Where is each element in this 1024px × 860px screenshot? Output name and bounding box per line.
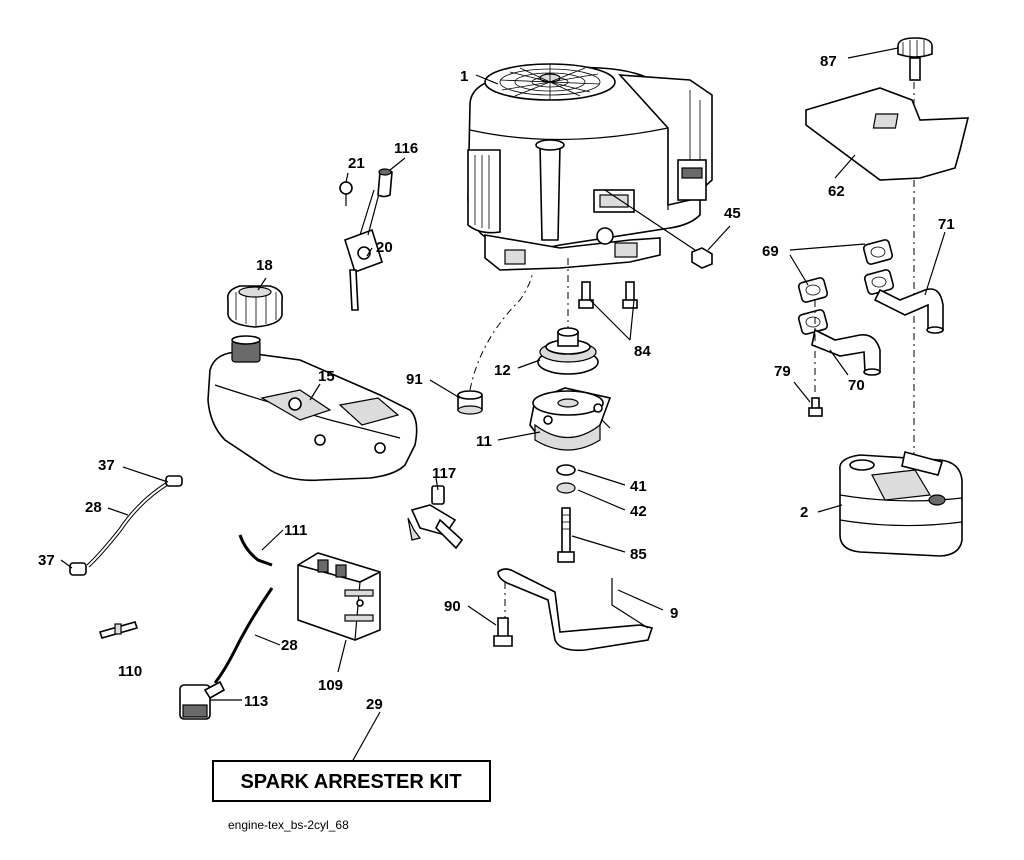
pipe-70-end: [863, 368, 881, 376]
callout-79: 79: [774, 363, 791, 380]
callout-21: 21: [348, 155, 365, 172]
bolt-85-part: [557, 507, 575, 563]
callout-84: 84: [634, 343, 651, 360]
grommet-part: [457, 274, 533, 415]
engine-part: [467, 63, 713, 330]
callout-20: 20: [376, 239, 393, 256]
bolt-79-part: [808, 397, 823, 417]
callout-90: 90: [444, 598, 461, 615]
callout-87: 87: [820, 53, 837, 70]
callout-41: 41: [630, 478, 647, 495]
pulley-part: [537, 327, 599, 375]
air-filter-part: [297, 552, 381, 641]
callout-9: 9: [670, 605, 678, 622]
throttle-control-part: [339, 168, 393, 311]
muffler-part: [839, 451, 963, 557]
callout-69: 69: [762, 243, 779, 260]
fuel-line-lower-part: [213, 587, 274, 684]
diagram-caption: engine-tex_bs-2cyl_68: [228, 818, 349, 832]
pipe-71-end: [926, 326, 944, 334]
nut-45-part: [691, 247, 713, 269]
vent-tube-part: [238, 534, 273, 567]
fuel-valve-part: [407, 485, 464, 550]
exhaust-pipe-70-part: [811, 328, 881, 373]
callout-37-lower: 37: [38, 552, 55, 569]
fuel-filter-part: [179, 680, 226, 720]
washer-41-part: [556, 464, 576, 476]
callout-28-upper: 28: [85, 499, 102, 516]
knob-87-part: [897, 37, 933, 81]
support-rod-part: [493, 568, 654, 652]
heat-shield-part: [805, 82, 970, 455]
gaskets-69-part: [797, 239, 895, 335]
fuel-line-part: [69, 475, 183, 576]
washer-42-part: [556, 482, 576, 494]
callout-labels: 1 2 9 11 12 15 18 20 21 28 28 29 37 37 4…: [38, 53, 955, 713]
leader-lines: [60, 47, 946, 763]
fuel-tank-part: [207, 335, 418, 482]
callout-113: 113: [244, 693, 268, 710]
fuel-fitting-part: [98, 621, 139, 639]
callout-116: 116: [394, 140, 418, 157]
clutch-part: [529, 387, 612, 451]
callout-85: 85: [630, 546, 647, 563]
callout-45: 45: [724, 205, 741, 222]
bolts-84-part: [578, 281, 638, 309]
callout-117: 117: [432, 465, 456, 482]
callout-29: 29: [366, 696, 383, 713]
callout-111: 111: [284, 522, 307, 539]
callout-70: 70: [848, 377, 865, 394]
callout-28-lower: 28: [281, 637, 298, 654]
callout-62: 62: [828, 183, 845, 200]
callout-2: 2: [800, 504, 808, 521]
callout-12: 12: [494, 362, 511, 379]
callout-18: 18: [256, 257, 273, 274]
callout-42: 42: [630, 503, 647, 520]
callout-91: 91: [406, 371, 423, 388]
kit-box: [212, 760, 491, 802]
callout-37-upper: 37: [98, 457, 115, 474]
fuel-cap-part: [226, 285, 284, 328]
callout-11: 11: [476, 433, 492, 450]
callout-109: 109: [318, 677, 343, 694]
exhaust-pipe-71-part: [873, 288, 944, 331]
callout-1: 1: [460, 68, 468, 85]
callout-15: 15: [318, 368, 335, 385]
callout-110: 110: [118, 663, 142, 680]
kit-title: SPARK ARRESTER KIT: [240, 771, 461, 793]
callout-71: 71: [938, 216, 955, 233]
